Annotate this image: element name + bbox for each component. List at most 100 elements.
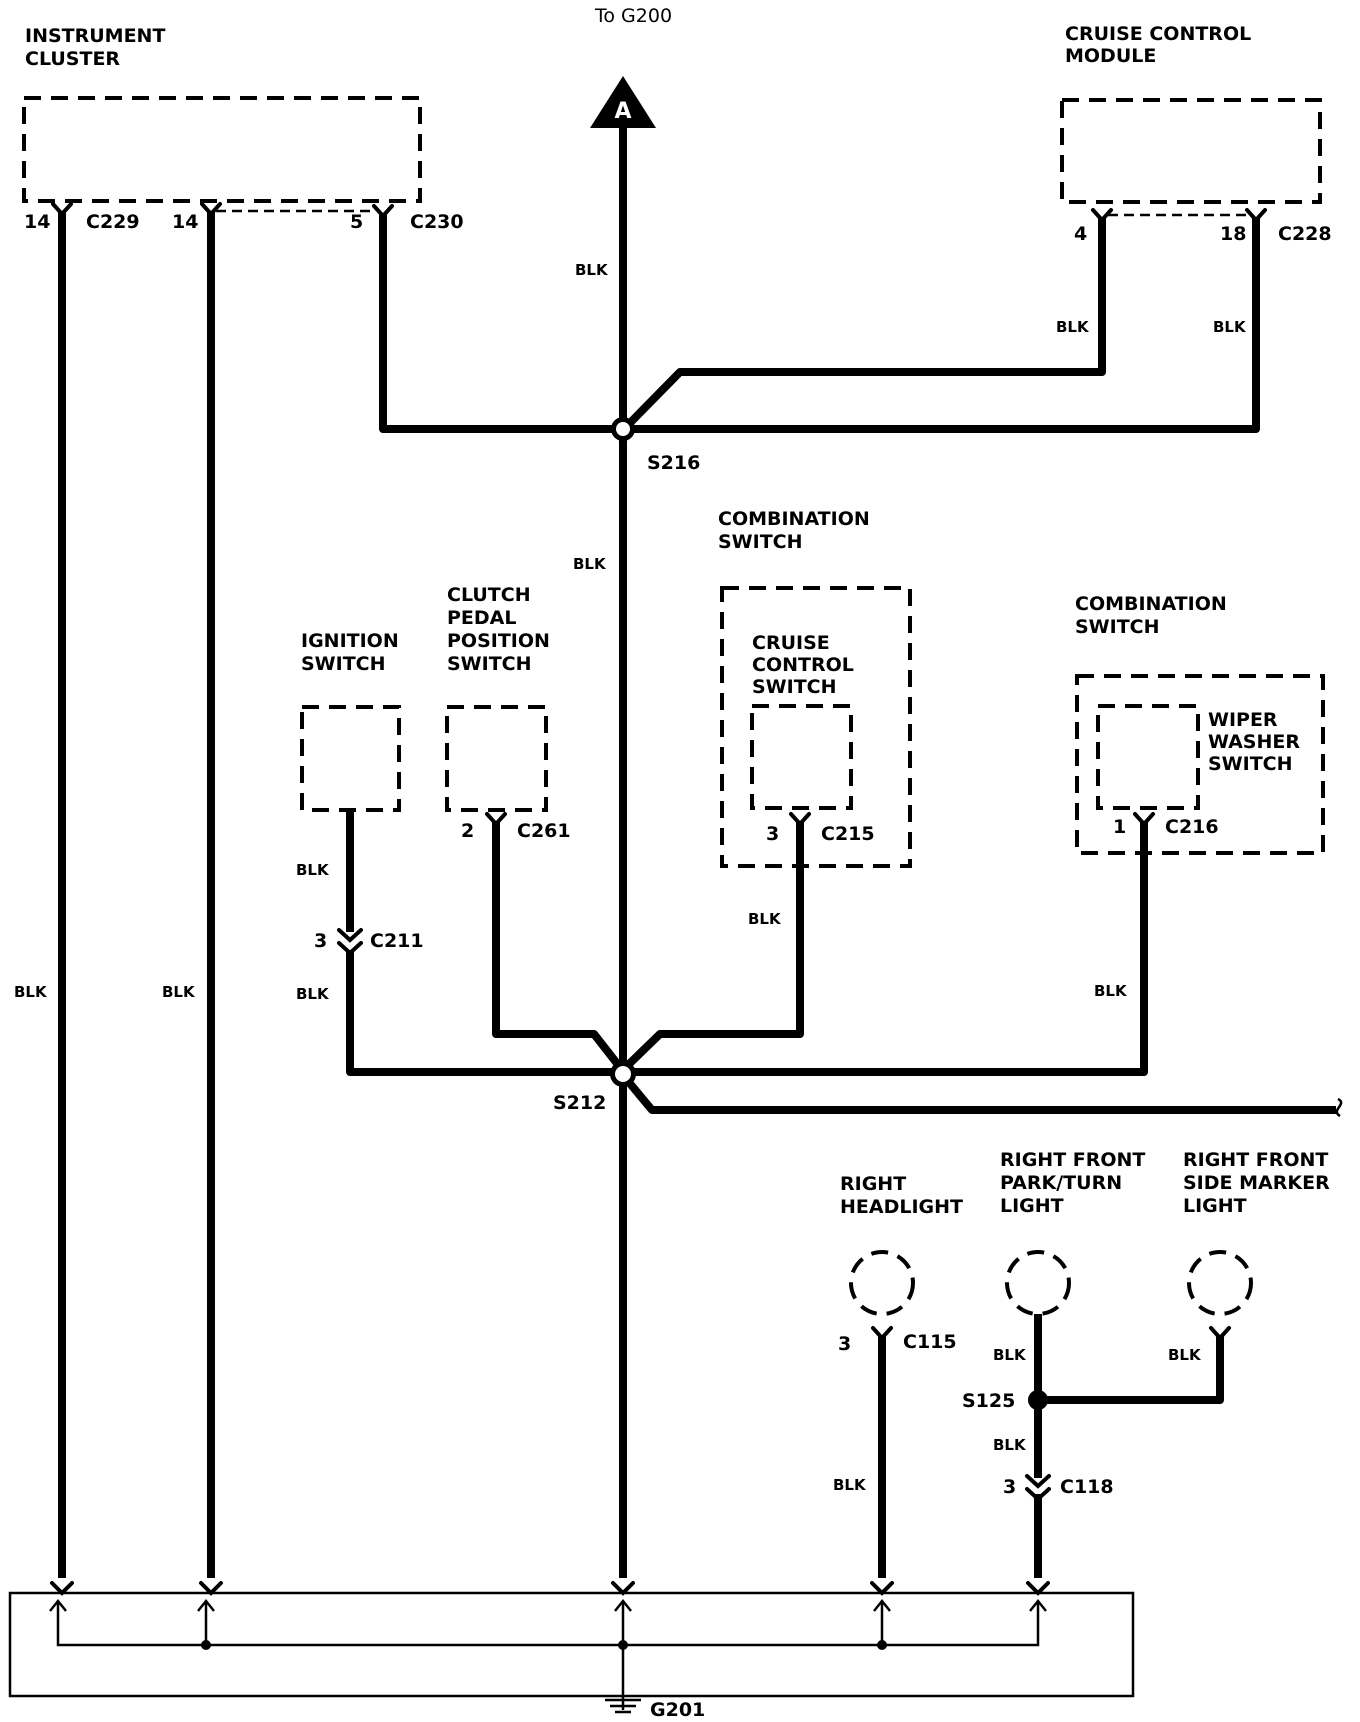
splice-s212: S212 (553, 1061, 636, 1114)
svg-text:SIDE MARKER: SIDE MARKER (1183, 1172, 1330, 1194)
svg-text:3: 3 (314, 930, 327, 952)
c215-wire-color: BLK (748, 910, 782, 928)
c229b-connector: 14 (172, 202, 222, 233)
c229b-wire-color: BLK (162, 983, 196, 1001)
svg-text:2: 2 (461, 820, 474, 842)
svg-text:CLUSTER: CLUSTER (25, 48, 120, 70)
side-marker-lamp (1187, 1250, 1253, 1316)
c216-wire-color: BLK (1094, 982, 1128, 1000)
side-marker-light-label: RIGHT FRONT SIDE MARKER LIGHT (1183, 1149, 1330, 1217)
cruise-control-module-label: CRUISE CONTROL MODULE (1065, 23, 1251, 67)
c211-wire-color: BLK (296, 985, 330, 1003)
arrow-to-g200: A (590, 76, 656, 128)
c228-connector: 18 C228 (1220, 208, 1332, 245)
svg-text:14: 14 (172, 211, 198, 233)
ignition-wire-color: BLK (296, 861, 330, 879)
svg-text:LIGHT: LIGHT (1183, 1195, 1247, 1217)
right-headlight-label: RIGHT HEADLIGHT (840, 1173, 963, 1218)
svg-text:RIGHT FRONT: RIGHT FRONT (1183, 1149, 1328, 1171)
svg-text:3: 3 (766, 823, 779, 845)
c211-to-s212-wire (346, 950, 619, 1076)
svg-text:C261: C261 (517, 820, 571, 842)
c229-wire-color: BLK (14, 983, 48, 1001)
svg-text:C228: C228 (1278, 223, 1332, 245)
svg-text:C229: C229 (86, 211, 140, 233)
c261-wire (492, 822, 623, 1069)
svg-text:C118: C118 (1060, 1476, 1114, 1498)
s125-lower-wire-color: BLK (993, 1436, 1027, 1454)
svg-text:RIGHT FRONT: RIGHT FRONT (1000, 1149, 1145, 1171)
c115-connector: 3 C115 (838, 1326, 957, 1355)
side-marker-wire-color: BLK (1168, 1346, 1202, 1364)
ground-g201: G201 (605, 1645, 705, 1721)
c118-connector: 3 C118 (1003, 1474, 1114, 1502)
c228a-wire-color: BLK (1056, 318, 1090, 336)
svg-text:C216: C216 (1165, 816, 1219, 838)
combination-switch-2-label: COMBINATION SWITCH (1075, 593, 1227, 638)
c211-connector: 3 C211 (314, 928, 424, 956)
svg-text:PARK/TURN: PARK/TURN (1000, 1172, 1122, 1194)
combination-switch-2-box (1075, 674, 1325, 855)
svg-text:COMBINATION: COMBINATION (718, 508, 870, 530)
svg-text:CONTROL: CONTROL (752, 654, 854, 676)
instrument-cluster-label: INSTRUMENT CLUSTER (25, 25, 165, 70)
svg-text:SWITCH: SWITCH (1075, 616, 1160, 638)
svg-text:3: 3 (1003, 1476, 1016, 1498)
svg-text:14: 14 (24, 211, 50, 233)
s212-branch-wire (623, 1077, 1336, 1114)
wiper-washer-switch-label: WIPER WASHER SWITCH (1208, 709, 1300, 775)
c115-wire-color: BLK (833, 1476, 867, 1494)
svg-text:SWITCH: SWITCH (301, 653, 386, 675)
park-turn-light-label: RIGHT FRONT PARK/TURN LIGHT (1000, 1149, 1145, 1217)
cruise-control-module-box (1060, 98, 1322, 204)
combination-switch-1-box (720, 586, 912, 868)
svg-text:1: 1 (1113, 816, 1126, 838)
svg-text:HEADLIGHT: HEADLIGHT (840, 1196, 963, 1218)
svg-text:RIGHT: RIGHT (840, 1173, 906, 1195)
svg-text:4: 4 (1074, 223, 1087, 245)
right-headlight-lamp (849, 1250, 915, 1316)
clutch-switch-label: CLUTCH PEDAL POSITION SWITCH (447, 584, 550, 675)
svg-text:IGNITION: IGNITION (301, 630, 399, 652)
svg-text:S216: S216 (647, 452, 700, 474)
svg-text:INSTRUMENT: INSTRUMENT (25, 25, 165, 47)
combination-switch-1-label: COMBINATION SWITCH (718, 508, 870, 553)
splice-s125: S125 (962, 1390, 1048, 1412)
ground-bus-terminals (49, 1598, 1047, 1612)
ignition-switch-box (300, 705, 401, 812)
cruise-control-switch-label: CRUISE CONTROL SWITCH (752, 632, 854, 698)
svg-text:C230: C230 (410, 211, 464, 233)
c261-connector: 2 C261 (461, 812, 571, 842)
svg-text:CLUTCH: CLUTCH (447, 584, 531, 606)
svg-text:C211: C211 (370, 930, 424, 952)
c228a-connector: 4 (1074, 208, 1113, 245)
svg-text:S212: S212 (553, 1092, 606, 1114)
svg-text:SWITCH: SWITCH (447, 653, 532, 675)
svg-text:WIPER: WIPER (1208, 709, 1278, 731)
c216-connector: 1 C216 (1113, 812, 1219, 838)
svg-text:CRUISE CONTROL: CRUISE CONTROL (1065, 23, 1251, 45)
ignition-switch-label: IGNITION SWITCH (301, 630, 399, 675)
svg-text:WASHER: WASHER (1208, 731, 1300, 753)
ground-wire-ends (50, 1581, 1050, 1596)
svg-text:C215: C215 (821, 823, 875, 845)
top-label: To G200 (594, 5, 672, 27)
instrument-cluster-box (22, 96, 422, 203)
svg-text:SWITCH: SWITCH (1208, 753, 1293, 775)
branch-continuation-mark (1335, 1097, 1343, 1118)
c215-wire (624, 822, 804, 1069)
svg-text:5: 5 (350, 211, 363, 233)
c229-connector: 14 C229 (24, 202, 140, 233)
splice-s216: S216 (611, 417, 700, 474)
side-marker-wire (1046, 1336, 1224, 1404)
park-turn-wire-color: BLK (993, 1346, 1027, 1364)
svg-text:SWITCH: SWITCH (752, 676, 837, 698)
ground-bus-box (8, 1591, 1135, 1698)
svg-text:C115: C115 (903, 1331, 957, 1353)
c228a-wire (624, 218, 1106, 429)
svg-text:S125: S125 (962, 1390, 1015, 1412)
svg-text:COMBINATION: COMBINATION (1075, 593, 1227, 615)
svg-text:3: 3 (838, 1333, 851, 1355)
svg-text:SWITCH: SWITCH (718, 531, 803, 553)
svg-text:18: 18 (1220, 223, 1246, 245)
